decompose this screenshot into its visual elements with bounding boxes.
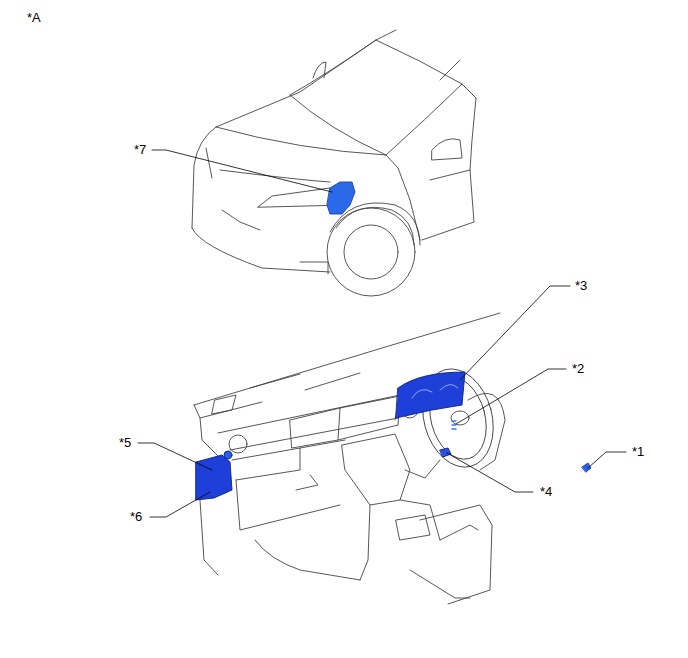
callout-number: *2 bbox=[571, 362, 585, 376]
component-5-6 bbox=[196, 455, 232, 500]
meter-detail bbox=[412, 384, 458, 398]
component-4 bbox=[440, 448, 451, 457]
component-2 bbox=[452, 421, 456, 429]
callout-number: *1 bbox=[631, 445, 645, 459]
car-body bbox=[192, 30, 476, 296]
component-5-part bbox=[224, 451, 232, 459]
component-7 bbox=[327, 182, 355, 214]
component-1 bbox=[582, 463, 591, 472]
combination-meter bbox=[396, 372, 465, 418]
leader-lines bbox=[138, 150, 626, 517]
figure-label: *A bbox=[26, 11, 42, 25]
callout-number: *7 bbox=[133, 143, 147, 157]
callout-number: *5 bbox=[118, 436, 132, 450]
callout-number: *6 bbox=[129, 510, 143, 524]
callout-number: *4 bbox=[539, 485, 553, 499]
dashboard bbox=[194, 313, 500, 604]
callout-number: *3 bbox=[574, 279, 588, 293]
